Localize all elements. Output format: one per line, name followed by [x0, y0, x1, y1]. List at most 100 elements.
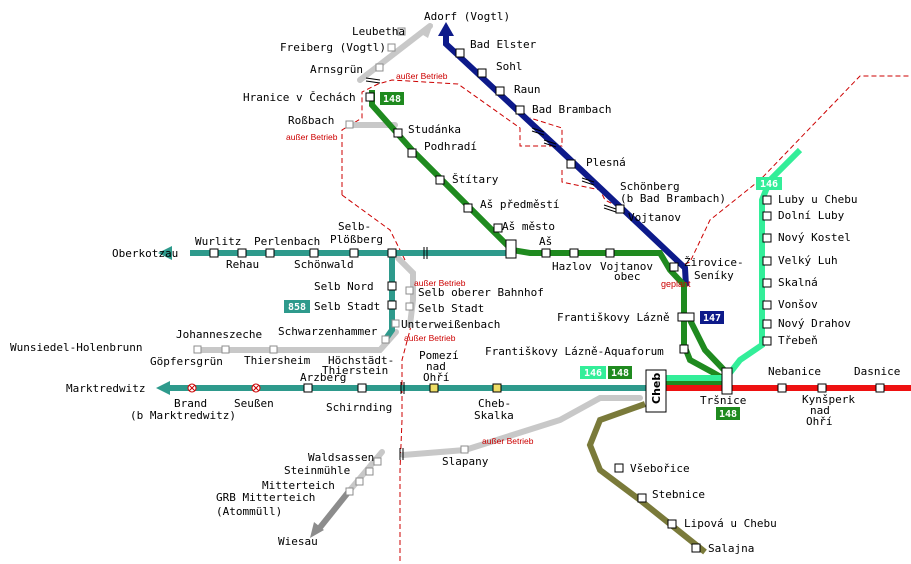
label-schonberg-2: (b Bad Brambach) — [620, 192, 726, 205]
label-treben: Třebeň — [778, 334, 818, 347]
label-hazlov: Hazlov — [552, 260, 592, 273]
label-luby: Luby u Chebu — [778, 193, 857, 206]
label-wurlitz: Wurlitz — [195, 235, 241, 248]
label-lipova: Lipová u Chebu — [684, 517, 777, 530]
label-raun: Raun — [514, 83, 541, 96]
label-schonberg-1: Schönberg — [620, 180, 680, 193]
note-ausser-betrieb-2: außer Betrieb — [286, 132, 338, 142]
label-cheb-skalka-2: Skalka — [474, 409, 514, 422]
adorf-arrow — [438, 22, 454, 36]
label-bad-brambach: Bad Brambach — [532, 103, 611, 116]
badge-146-right-text: 146 — [760, 179, 778, 190]
label-as-mesto: Aš město — [502, 220, 555, 233]
adorf-grey-arrow — [418, 24, 433, 38]
label-vojtanov: Vojtanov — [628, 211, 681, 224]
badge-146-cheb: 146 — [580, 366, 606, 379]
badge-858-text: 858 — [288, 302, 306, 313]
station-labels: Adorf (Vogtl) Bad Elster Sohl Raun Bad B… — [10, 10, 900, 555]
badge-148-cheb-text: 148 — [611, 368, 629, 379]
label-wunsiedel: Wunsiedel-Holenbrunn — [10, 341, 142, 354]
label-adorf: Adorf (Vogtl) — [424, 10, 510, 23]
label-vonsov: Vonšov — [778, 298, 818, 311]
label-zirovice-2: Seníky — [694, 269, 734, 282]
label-mitterteich: Mitterteich — [262, 479, 335, 492]
badge-858: 858 — [284, 300, 310, 313]
label-salajna: Salajna — [708, 542, 754, 555]
badge-147: 147 — [700, 311, 724, 324]
label-kynsperk-1: Kynšperk — [802, 393, 855, 406]
badge-148-top: 148 — [380, 92, 404, 105]
label-trsnice: Tršnice — [700, 394, 746, 407]
label-leubetha: Leubetha — [352, 25, 405, 38]
wiesau-arrow — [310, 522, 324, 538]
label-arnsgrun: Arnsgrün — [310, 63, 363, 76]
marktredwitz-arrow — [156, 381, 170, 395]
badge-147-text: 147 — [703, 313, 721, 324]
label-rossbach: Roßbach — [288, 114, 334, 127]
label-slapany: Slapany — [442, 455, 489, 468]
label-dolni-luby: Dolní Luby — [778, 209, 845, 222]
label-stitary: Štítary — [452, 173, 499, 186]
label-rehau: Rehau — [226, 258, 259, 271]
badge-146-right: 146 — [756, 177, 782, 190]
olive-line — [586, 401, 707, 555]
label-grb-1: GRB Mitterteich — [216, 491, 315, 504]
cheb-label: Cheb — [650, 373, 663, 404]
label-steinmuhle: Steinmühle — [284, 464, 350, 477]
station-markers — [209, 48, 885, 553]
label-cheb-skalka-1: Cheb- — [478, 397, 511, 410]
label-kynsperk-2: nad — [810, 404, 830, 417]
label-selb-oberer: Selb oberer Bahnhof — [418, 286, 544, 299]
label-schwarzenhammer: Schwarzenhammer — [278, 325, 378, 338]
label-waldsassen: Waldsassen — [308, 451, 374, 464]
closed-station-markers — [187, 383, 261, 393]
label-kynsperk-3: Ohří — [806, 415, 833, 428]
label-pomezi-3: Ohří — [423, 371, 450, 384]
label-grb-2: (Atommüll) — [216, 505, 282, 518]
label-seussen: Seußen — [234, 397, 274, 410]
label-pomezi-1: Pomezí — [419, 349, 459, 362]
label-selb-stadt-old: Selb Stadt — [418, 302, 484, 315]
label-perlenbach: Perlenbach — [254, 235, 320, 248]
green-line — [369, 90, 728, 383]
badge-148-top-text: 148 — [383, 94, 401, 105]
label-velky-luh: Velký Luh — [778, 254, 838, 267]
label-as: Aš — [539, 235, 552, 248]
label-schonwald: Schönwald — [294, 258, 354, 271]
label-hochstadt-1: Höchstädt- — [328, 354, 394, 367]
label-oberkotzau: Oberkotzau — [112, 247, 178, 260]
label-skalna: Skalná — [778, 276, 818, 289]
note-ausser-betrieb-4: außer Betrieb — [404, 333, 456, 343]
label-vojtanov-obec-1: Vojtanov — [600, 260, 653, 273]
label-hochstadt-2: Thierstein — [322, 364, 388, 377]
label-as-predmesti: Aš předměstí — [480, 198, 559, 211]
oberkotzau-arrow — [158, 246, 172, 260]
wiesau-line — [315, 488, 353, 532]
label-brand-2: (b Marktredwitz) — [130, 409, 236, 422]
label-vojtanov-obec-2: obec — [614, 270, 641, 283]
label-plesna: Plesná — [586, 156, 626, 169]
badge-148-trsnice: 148 — [716, 407, 740, 420]
note-ausser-betrieb-5: außer Betrieb — [482, 436, 534, 446]
label-sohl: Sohl — [496, 60, 523, 73]
label-bad-elster: Bad Elster — [470, 38, 537, 51]
label-dasnice: Dasnice — [854, 365, 900, 378]
label-nebanice: Nebanice — [768, 365, 821, 378]
label-frantiskovy: Františkovy Lázně — [557, 311, 670, 324]
label-selb-nord: Selb Nord — [314, 280, 374, 293]
note-ausser-betrieb-3: außer Betrieb — [414, 278, 466, 288]
label-brand-1: Brand — [174, 397, 207, 410]
label-selb-plossberg-2: Plößberg — [330, 233, 383, 246]
label-vsebor: Všebořice — [630, 462, 690, 475]
navy-line — [443, 30, 689, 287]
label-freiberg: Freiberg (Vogtl) — [280, 41, 386, 54]
border-crossings — [365, 77, 617, 460]
badge-146-cheb-text: 146 — [584, 368, 602, 379]
label-hranice: Hranice v Čechách — [243, 91, 356, 104]
yellow-station-markers — [429, 383, 502, 393]
label-thiersheim: Thiersheim — [244, 354, 311, 367]
label-marktredwitz: Marktredwitz — [66, 382, 145, 395]
green-branch — [687, 318, 729, 375]
grey-station-markers — [193, 27, 469, 496]
